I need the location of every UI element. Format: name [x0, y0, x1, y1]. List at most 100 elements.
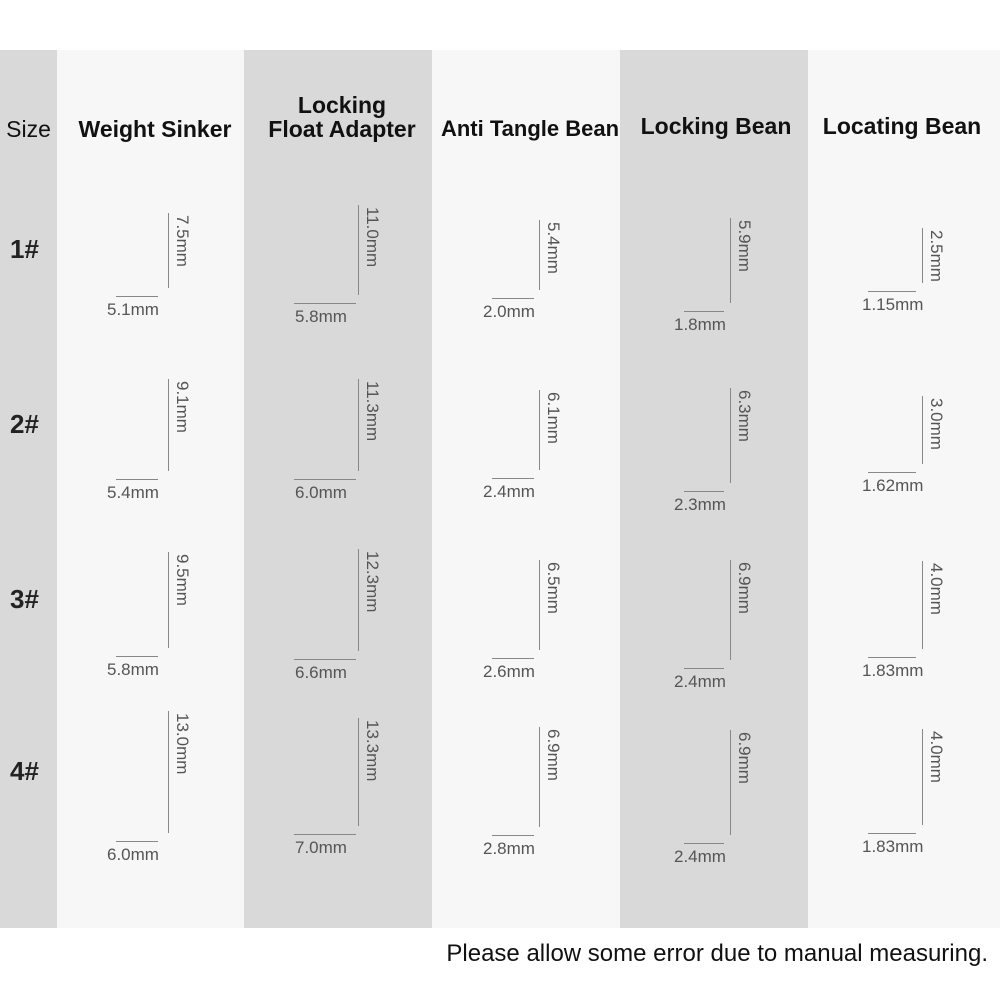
width-dimension-line	[116, 295, 158, 297]
height-dimension-label: 13.3mm	[363, 720, 382, 782]
width-dimension-line	[294, 834, 356, 835]
width-dimension-label: 2.6mm	[483, 662, 535, 681]
width-dimension-line	[492, 835, 534, 836]
width-dimension-line	[868, 657, 916, 658]
height-dimension-line	[168, 552, 169, 648]
width-dimension-label: 5.1mm	[107, 299, 159, 319]
width-dimension-label: 6.0mm	[107, 845, 159, 864]
column-weight-sinker	[57, 50, 244, 928]
height-dimension-line	[922, 561, 923, 649]
width-dimension-line	[684, 842, 724, 844]
height-dimension-line	[539, 220, 540, 290]
measurement-disclaimer: Please allow some error due to manual me…	[446, 940, 988, 967]
header-locking-bean: Locking Bean	[640, 113, 792, 139]
height-dimension-label: 11.3mm	[363, 381, 382, 442]
width-dimension-line	[868, 833, 916, 834]
height-dimension-label: 4.0mm	[927, 563, 946, 615]
width-dimension-label: 5.4mm	[107, 483, 159, 502]
header-size: Size	[6, 116, 51, 142]
height-dimension-label: 6.9mm	[735, 731, 754, 784]
height-dimension-label: 6.1mm	[544, 392, 563, 444]
height-dimension-line	[539, 390, 540, 470]
height-dimension-line	[922, 227, 923, 283]
width-dimension-label: 5.8mm	[295, 307, 347, 326]
column-locating-bean	[808, 50, 1000, 928]
height-dimension-label: 9.1mm	[173, 381, 192, 433]
width-dimension-label: 6.6mm	[295, 663, 347, 682]
width-dimension-line	[116, 841, 158, 842]
row-size-label: 1#	[10, 234, 39, 264]
height-dimension-line	[730, 217, 731, 303]
width-dimension-line	[684, 490, 724, 492]
height-dimension-line	[730, 729, 731, 835]
size-chart	[0, 50, 1000, 928]
width-dimension-label: 2.4mm	[674, 672, 726, 691]
width-dimension-line	[492, 478, 534, 479]
header-locking: Locking	[297, 92, 387, 118]
row-size-label: 2#	[10, 409, 39, 439]
header-locating-bean: Locating Bean	[822, 113, 982, 139]
height-dimension-line	[168, 711, 169, 833]
height-dimension-line	[730, 560, 731, 660]
height-dimension-line	[168, 379, 169, 471]
height-dimension-label: 5.9mm	[735, 219, 754, 272]
header-float-adapter: Float Adapter	[268, 116, 416, 142]
width-dimension-line	[868, 472, 916, 473]
width-dimension-label: 1.62mm	[862, 476, 924, 495]
width-dimension-line	[116, 656, 158, 657]
height-dimension-label: 9.5mm	[173, 554, 192, 606]
width-dimension-line	[492, 658, 534, 659]
height-dimension-label: 5.4mm	[544, 222, 563, 274]
width-dimension-line	[492, 298, 534, 299]
width-dimension-label: 1.83mm	[862, 661, 924, 680]
column-locking-float-adapter	[244, 50, 432, 928]
height-dimension-label: 11.0mm	[363, 207, 382, 268]
height-dimension-label: 6.9mm	[735, 562, 754, 614]
height-dimension-line	[358, 718, 359, 826]
height-dimension-label: 6.5mm	[544, 562, 563, 614]
height-dimension-label: 12.3mm	[363, 551, 382, 613]
width-dimension-label: 1.15mm	[862, 294, 924, 314]
height-dimension-label: 3.0mm	[927, 398, 946, 450]
row-size-label: 4#	[10, 756, 39, 786]
width-dimension-line	[684, 310, 724, 312]
width-dimension-label: 2.4mm	[674, 846, 726, 866]
width-dimension-label: 2.4mm	[483, 482, 535, 501]
width-dimension-label: 1.8mm	[674, 314, 726, 334]
height-dimension-line	[922, 729, 923, 825]
header-locking-float-adapter: Locking Float Adapter	[244, 93, 440, 141]
header-weight-sinker: Weight Sinker	[78, 116, 232, 142]
width-dimension-line	[116, 479, 158, 480]
height-dimension-line	[358, 205, 359, 295]
height-dimension-line	[168, 212, 169, 288]
header-anti-tangle-bean: Anti Tangle Bean	[440, 116, 620, 141]
height-dimension-label: 7.5mm	[173, 214, 192, 267]
width-dimension-label: 6.0mm	[295, 483, 347, 502]
height-dimension-line	[539, 560, 540, 650]
column-anti-tangle-bean	[432, 50, 620, 928]
row-size-label: 3#	[10, 584, 39, 614]
height-dimension-line	[539, 727, 540, 827]
column-locking-bean	[620, 50, 808, 928]
height-dimension-label: 4.0mm	[927, 731, 946, 783]
width-dimension-line	[294, 659, 356, 660]
height-dimension-line	[922, 396, 923, 464]
height-dimension-line	[358, 379, 359, 471]
width-dimension-label: 7.0mm	[295, 838, 347, 857]
height-dimension-label: 2.5mm	[927, 229, 946, 282]
width-dimension-line	[684, 668, 724, 669]
width-dimension-label: 2.3mm	[674, 494, 726, 514]
width-dimension-line	[868, 290, 916, 292]
height-dimension-label: 13.0mm	[173, 713, 192, 775]
width-dimension-label: 5.8mm	[107, 660, 159, 679]
width-dimension-line	[294, 303, 356, 304]
width-dimension-line	[294, 479, 356, 480]
width-dimension-label: 2.0mm	[483, 302, 535, 321]
height-dimension-label: 6.3mm	[735, 389, 754, 442]
width-dimension-label: 2.8mm	[483, 839, 535, 858]
height-dimension-line	[358, 549, 359, 651]
height-dimension-label: 6.9mm	[544, 729, 563, 781]
size-column	[0, 50, 57, 928]
height-dimension-line	[730, 387, 731, 483]
width-dimension-label: 1.83mm	[862, 837, 924, 856]
